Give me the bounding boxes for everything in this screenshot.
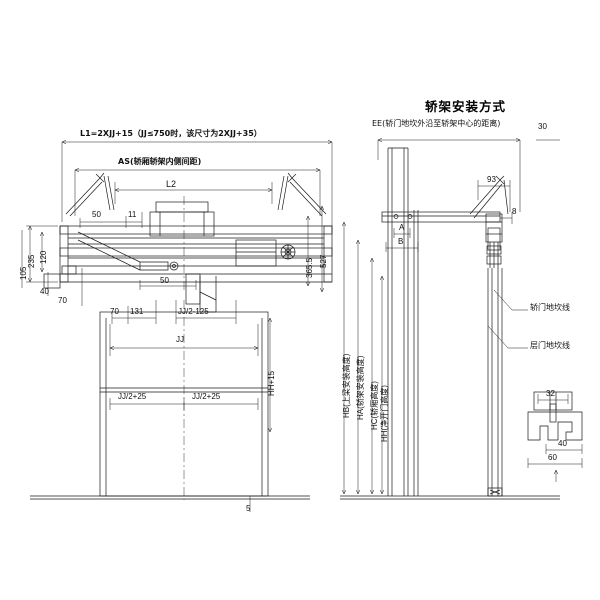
label-HC: HC(轿厢高度) <box>370 381 379 430</box>
dim-jj-half-plus-left: JJ/2+25 <box>118 392 147 401</box>
dim-70-b: 70 <box>110 307 119 316</box>
label-HB: HB(上梁安装高度) <box>342 353 351 418</box>
dim-8: 8 <box>512 207 517 216</box>
dim-40: 40 <box>40 287 49 296</box>
label-EE: EE(轿门地坎外沿至轿架中心的距离) <box>372 119 501 128</box>
label-car-door-sill: 轿门地坎线 <box>530 303 570 312</box>
left-view-dimension-lines <box>21 139 333 512</box>
car-outline-lower <box>30 196 310 500</box>
dim-365-5: 365.5 <box>305 257 314 278</box>
label-HH: HH(净开门高度) <box>380 385 389 442</box>
elevation-view-geometry <box>340 147 560 500</box>
dim-70-a: 70 <box>58 296 67 305</box>
dim-11: 11 <box>128 210 137 219</box>
dim-235: 235 <box>27 254 36 268</box>
dim-label-L1: L1=2XJJ+15（JJ≤750时，该尺寸为2XJJ+35） <box>80 129 262 138</box>
dim-JJ: JJ <box>176 335 184 344</box>
dim-120: 120 <box>39 250 48 264</box>
car-frame-plan-geometry <box>43 172 333 313</box>
dim-label-L2: L2 <box>166 179 177 189</box>
sill-detail-geometry <box>527 391 583 482</box>
detail-dim-60: 60 <box>548 453 557 462</box>
dim-jj-half-plus-right: JJ/2+25 <box>192 392 221 401</box>
dim-131: 131 <box>130 307 144 316</box>
dim-A: A <box>399 223 405 232</box>
dim-93: 93 <box>487 175 496 184</box>
dim-HH-plus-15: HH+15 <box>267 370 276 396</box>
detail-dim-40: 40 <box>558 439 567 448</box>
dim-527: 527 <box>319 254 328 268</box>
dim-5: 5 <box>246 504 251 513</box>
dim-label-AS: AS(轿厢轿架内侧间距) <box>118 157 202 166</box>
view-title: 轿架安装方式 <box>425 99 507 114</box>
dim-jj-half-minus-125: JJ/2-125 <box>178 307 209 316</box>
dim-B: B <box>398 237 404 246</box>
dim-30: 30 <box>538 122 547 131</box>
label-HA: HA(轿架安装高度) <box>356 355 365 420</box>
label-landing-door-sill: 层门地坎线 <box>530 341 570 350</box>
elevation-dimension-lines <box>341 137 560 495</box>
detail-dim-32: 32 <box>546 389 555 398</box>
dim-50-lower: 50 <box>160 276 169 285</box>
dim-105: 105 <box>19 266 28 280</box>
dim-50-upper: 50 <box>92 210 101 219</box>
